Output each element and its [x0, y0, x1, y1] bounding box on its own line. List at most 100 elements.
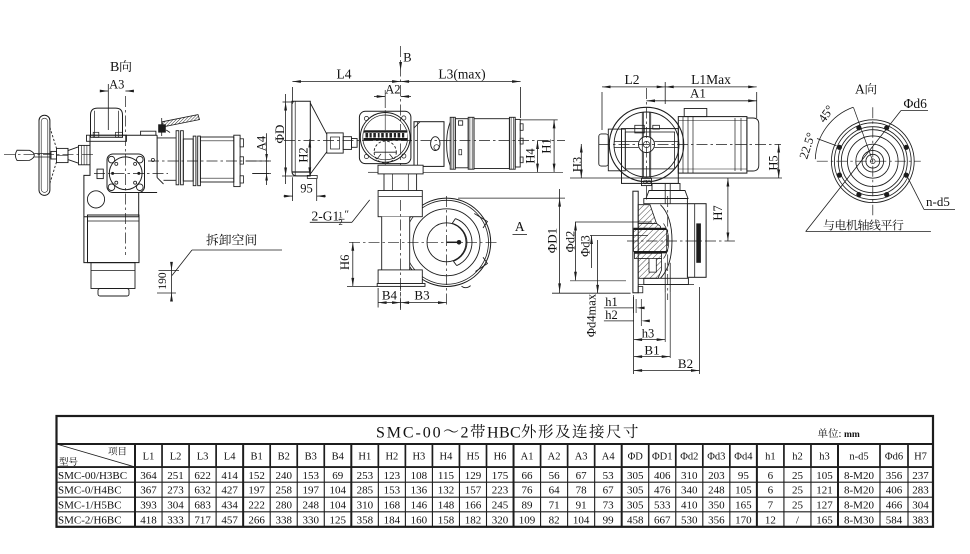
svg-text:190: 190: [157, 272, 169, 290]
svg-text:A4: A4: [254, 135, 268, 151]
svg-text:457: 457: [221, 514, 238, 526]
svg-text:197: 197: [248, 485, 265, 497]
svg-text:B1: B1: [644, 342, 659, 357]
svg-text:285: 285: [357, 485, 374, 497]
svg-text:667: 667: [654, 514, 671, 526]
svg-text:L4: L4: [337, 67, 352, 82]
svg-text:356: 356: [886, 470, 903, 482]
svg-text:203: 203: [708, 470, 725, 482]
svg-text:A: A: [855, 82, 865, 97]
svg-text:SMC-00: SMC-00: [376, 425, 443, 442]
svg-text:283: 283: [912, 485, 929, 497]
svg-text:152: 152: [248, 470, 265, 482]
svg-text:358: 358: [357, 514, 374, 526]
svg-text:L4: L4: [224, 452, 236, 463]
svg-text:170: 170: [735, 514, 752, 526]
svg-text:B3: B3: [414, 288, 429, 303]
svg-text:SMC-0/H4BC: SMC-0/H4BC: [58, 485, 122, 497]
svg-text:B: B: [110, 60, 119, 75]
svg-text:69: 69: [332, 470, 344, 482]
svg-text:105: 105: [735, 485, 752, 497]
svg-text:A: A: [515, 219, 525, 234]
svg-text:ΦD: ΦD: [272, 125, 287, 144]
svg-text:SMC-00/H3BC: SMC-00/H3BC: [58, 470, 127, 482]
svg-text:104: 104: [330, 500, 347, 512]
svg-text:73: 73: [603, 500, 615, 512]
svg-text:304: 304: [912, 500, 929, 512]
svg-text:253: 253: [357, 470, 374, 482]
svg-text:248: 248: [708, 485, 725, 497]
svg-text:8-M20: 8-M20: [844, 485, 874, 497]
svg-text:8-M20: 8-M20: [844, 500, 874, 512]
svg-text:/: /: [796, 514, 800, 526]
svg-text:53: 53: [603, 470, 615, 482]
svg-text:H2: H2: [297, 147, 311, 162]
svg-text:148: 148: [438, 500, 455, 512]
svg-text:82: 82: [549, 514, 560, 526]
svg-text:530: 530: [681, 514, 698, 526]
svg-text:153: 153: [384, 485, 401, 497]
svg-text:mm: mm: [844, 430, 860, 440]
svg-text:A2: A2: [548, 452, 561, 463]
svg-text:6: 6: [768, 470, 774, 482]
svg-text:99: 99: [603, 514, 615, 526]
svg-text:h2: h2: [792, 452, 803, 463]
svg-text:683: 683: [194, 500, 211, 512]
svg-text:127: 127: [816, 500, 833, 512]
svg-text:67: 67: [603, 485, 615, 497]
svg-text:121: 121: [816, 485, 833, 497]
svg-text:406: 406: [886, 485, 903, 497]
svg-text:76: 76: [522, 485, 534, 497]
svg-text:H5: H5: [767, 155, 781, 170]
svg-text:A3: A3: [575, 452, 588, 463]
svg-text:25: 25: [792, 485, 804, 497]
svg-text:B4: B4: [382, 288, 398, 303]
svg-text:157: 157: [465, 485, 482, 497]
svg-text:HBC: HBC: [487, 425, 521, 442]
svg-text:h3: h3: [819, 452, 830, 463]
svg-text:2: 2: [461, 425, 469, 442]
svg-text::: :: [839, 429, 842, 440]
svg-text:237: 237: [912, 470, 929, 482]
svg-text:6: 6: [768, 485, 774, 497]
svg-text:338: 338: [275, 514, 292, 526]
svg-text:A1: A1: [690, 86, 706, 101]
svg-text:h1: h1: [765, 452, 776, 463]
svg-text:H6: H6: [494, 452, 507, 463]
svg-text:533: 533: [654, 500, 671, 512]
svg-text:393: 393: [140, 500, 157, 512]
svg-text:H1: H1: [358, 452, 371, 463]
svg-text:197: 197: [303, 485, 320, 497]
svg-text:364: 364: [140, 470, 157, 482]
svg-text:476: 476: [654, 485, 671, 497]
svg-text:383: 383: [912, 514, 929, 526]
svg-text:H6: H6: [338, 255, 352, 270]
svg-text:ΦD: ΦD: [628, 452, 644, 463]
svg-text:H7: H7: [914, 452, 927, 463]
svg-text:H2: H2: [385, 452, 398, 463]
svg-text:632: 632: [194, 485, 211, 497]
svg-text:Φd2: Φd2: [563, 231, 577, 253]
svg-text:SMC-1/H5BC: SMC-1/H5BC: [58, 500, 122, 512]
svg-text:89: 89: [522, 500, 534, 512]
svg-text:136: 136: [411, 485, 428, 497]
svg-text:SMC-2/H6BC: SMC-2/H6BC: [58, 514, 122, 526]
svg-text:104: 104: [330, 485, 347, 497]
svg-text:n-d5: n-d5: [849, 452, 868, 463]
svg-text:175: 175: [492, 470, 509, 482]
svg-text:Φd4max: Φd4max: [585, 293, 599, 337]
svg-text:304: 304: [167, 500, 184, 512]
svg-text:132: 132: [438, 485, 455, 497]
svg-text:458: 458: [627, 514, 644, 526]
svg-text:B3: B3: [305, 452, 317, 463]
svg-text:8-M20: 8-M20: [844, 470, 874, 482]
svg-text:168: 168: [384, 500, 401, 512]
svg-text:Φd4: Φd4: [734, 452, 753, 463]
svg-text:64: 64: [549, 485, 561, 497]
svg-text:B4: B4: [332, 452, 345, 463]
svg-text:H3: H3: [571, 157, 585, 172]
svg-text:56: 56: [549, 470, 561, 482]
svg-text:367: 367: [140, 485, 157, 497]
svg-text:125: 125: [330, 514, 347, 526]
svg-text:104: 104: [573, 514, 590, 526]
